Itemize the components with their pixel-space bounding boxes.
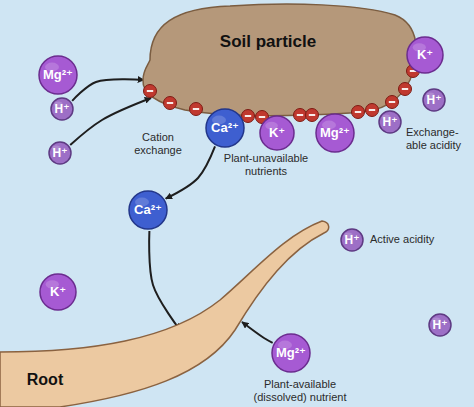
- minus-sign: [389, 101, 395, 103]
- ion-circle: [51, 98, 73, 120]
- hydrogen-ion: H⁺: [48, 141, 72, 165]
- calcium-ion: Ca²⁺: [128, 190, 168, 230]
- minus-sign: [147, 90, 153, 92]
- hydrogen-ion: H⁺: [340, 228, 364, 252]
- callout-label: Plant-unavailable nutrients: [216, 152, 316, 178]
- shape-title: Root: [27, 371, 63, 389]
- charge-circle: [306, 109, 319, 122]
- charge-circle: [164, 97, 177, 110]
- callout-label: Plant-available (dissolved) nutrient: [240, 378, 360, 404]
- negative-charge: [352, 106, 365, 119]
- ion-circle: [40, 274, 76, 310]
- potassium-ion: K⁺: [406, 36, 444, 74]
- negative-charge: [190, 103, 203, 116]
- negative-charge: [306, 109, 319, 122]
- ion-label: H⁺: [427, 93, 442, 107]
- ion-label: H⁺: [345, 233, 360, 247]
- charge-circle: [366, 104, 379, 117]
- ion-circle: [316, 114, 354, 152]
- ion-label: Mg²⁺: [43, 67, 73, 82]
- calcium-ion: Ca²⁺: [205, 108, 245, 148]
- potassium-ion: K⁺: [39, 273, 77, 311]
- soil-particle-body: [143, 4, 416, 116]
- callout-label: Exchange- able acidity: [406, 126, 472, 152]
- negative-charge: [366, 104, 379, 117]
- ion-label: K⁺: [417, 47, 433, 62]
- exchange-arrow: [70, 98, 151, 145]
- ion-circle: [49, 142, 71, 164]
- ion-label: H⁺: [55, 102, 70, 116]
- minus-sign: [259, 116, 265, 118]
- charge-circle: [144, 85, 157, 98]
- ion-label: H⁺: [383, 115, 398, 129]
- ion-circle: [407, 37, 443, 73]
- charge-circle: [190, 103, 203, 116]
- minus-sign: [167, 102, 173, 104]
- negative-charge: [294, 109, 307, 122]
- callout-label: Active acidity: [370, 233, 450, 246]
- negative-charge: [386, 96, 399, 109]
- magnesium-ion: Mg²⁺: [315, 113, 355, 153]
- negative-charge: [144, 85, 157, 98]
- minus-sign: [309, 114, 315, 116]
- negative-charge: [399, 83, 412, 96]
- minus-sign: [402, 88, 408, 90]
- ion-circle: [379, 111, 401, 133]
- charge-circle: [294, 109, 307, 122]
- ion-circle: [260, 116, 294, 150]
- hydrogen-ion: H⁺: [428, 313, 452, 337]
- soil-particle-outline: [138, 0, 428, 122]
- minus-sign: [245, 115, 251, 117]
- minus-sign: [355, 111, 361, 113]
- exchange-arrow: [72, 79, 144, 101]
- ion-label: H⁺: [433, 318, 448, 332]
- charge-circle: [242, 110, 255, 123]
- magnesium-ion: Mg²⁺: [271, 333, 311, 373]
- ion-circle: [272, 334, 310, 372]
- exchange-arrow: [149, 231, 180, 330]
- shape-title: Soil particle: [220, 32, 316, 52]
- hydrogen-ion: H⁺: [50, 97, 74, 121]
- ion-circle: [423, 89, 445, 111]
- hydrogen-ion: H⁺: [422, 88, 446, 112]
- charge-circle: [386, 96, 399, 109]
- soil-particle: Soil particle: [138, 0, 428, 122]
- ion-label: Ca²⁺: [134, 202, 162, 217]
- ion-label: H⁺: [53, 146, 68, 160]
- exchange-arrow: [242, 322, 273, 343]
- potassium-ion: K⁺: [259, 115, 295, 151]
- negative-charge: [242, 110, 255, 123]
- ion-label: K⁺: [50, 284, 66, 299]
- ion-label: Ca²⁺: [211, 120, 239, 135]
- charge-circle: [399, 83, 412, 96]
- charge-circle: [352, 106, 365, 119]
- ion-label: Mg²⁺: [320, 125, 350, 140]
- ion-circle: [129, 191, 167, 229]
- ion-circle: [39, 56, 77, 94]
- minus-sign: [193, 108, 199, 110]
- ion-label: K⁺: [269, 125, 285, 140]
- process-label: Cation exchange: [128, 131, 188, 157]
- hydrogen-ion: H⁺: [378, 110, 402, 134]
- ion-circle: [429, 314, 451, 336]
- minus-sign: [369, 109, 375, 111]
- negative-charge: [164, 97, 177, 110]
- magnesium-ion: Mg²⁺: [38, 55, 78, 95]
- ion-label: Mg²⁺: [276, 345, 306, 360]
- ion-circle: [206, 109, 244, 147]
- ion-circle: [341, 229, 363, 251]
- minus-sign: [297, 114, 303, 116]
